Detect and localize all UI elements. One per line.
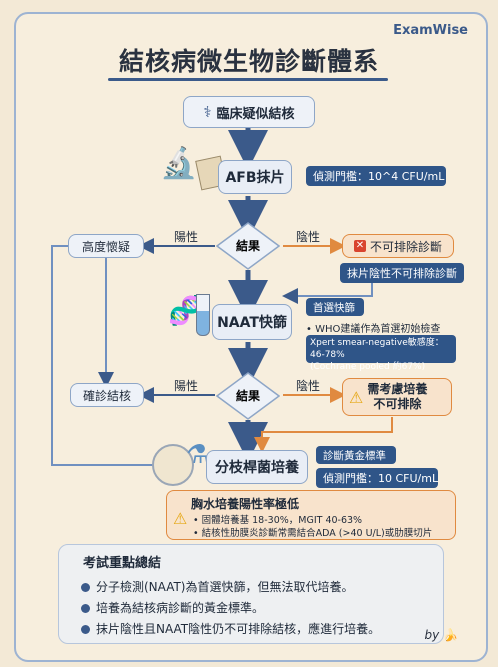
node-afb-smear-label: AFB抹片: [225, 170, 285, 186]
need-culture-line-1: 需考慮培養: [367, 382, 428, 396]
arrow-loop-to-culture: [51, 245, 190, 473]
need-culture-line-2: 不可排除: [373, 397, 422, 411]
summary-item: 培養為結核病診斷的黃金標準。: [81, 598, 380, 619]
edge-positive-1: 陽性: [174, 230, 199, 244]
cross-icon: ✕: [353, 240, 366, 252]
smear-negative-label: 抹片陰性不可排除診斷: [340, 263, 464, 283]
test-tube-icon: [196, 294, 210, 336]
bullet-icon: [81, 625, 90, 634]
summary-item-text: 抹片陰性且NAAT陰性仍不可排除結核，應進行培養。: [96, 622, 381, 636]
node-clinical-suspicion: ⚕ 臨床疑似結核: [183, 96, 315, 128]
bullet-icon: [81, 604, 90, 613]
node-cannot-exclude: ✕ 不可排除診斷: [342, 234, 454, 258]
flask-icon: ⚗: [186, 440, 210, 470]
microscope-icon: 🔬: [160, 146, 198, 181]
node-clinical-suspicion-label: 臨床疑似結核: [216, 106, 295, 122]
afb-threshold-label: 偵測門檻：10^4 CFU/mL: [306, 166, 446, 186]
node-need-culture: ⚠ 需考慮培養 不可排除: [342, 378, 452, 416]
node-naat: NAAT快篩: [212, 304, 292, 340]
summary-list: 分子檢測(NAAT)為首選快篩，但無法取代培養。 培養為結核病診斷的黃金標準。 …: [81, 577, 380, 640]
culture-threshold-label: 偵測門檻：10 CFU/mL: [316, 468, 438, 488]
node-culture-label: 分枝桿菌培養: [215, 460, 299, 476]
xpert-line-2: (Cochrane pooled 約67%): [310, 362, 426, 372]
banana-icon: 🍌: [443, 628, 458, 642]
author-signature: by 🍌: [425, 628, 459, 642]
summary-item-text: 分子檢測(NAAT)為首選快篩，但無法取代培養。: [96, 580, 354, 594]
node-high-suspicion-label: 高度懷疑: [81, 239, 130, 254]
node-confirmed-tb-label: 確診結核: [82, 388, 131, 403]
summary-title: 考試重點總結: [83, 556, 162, 571]
pleural-line-2: • 結核性肋膜炎診斷常需結合ADA (>40 U/L)或肋膜切片: [193, 528, 433, 539]
node-naat-label: NAAT快篩: [217, 315, 287, 331]
petri-dish-icon: [152, 444, 194, 486]
warning-icon: ⚠: [173, 509, 188, 528]
node-afb-smear: AFB抹片: [218, 160, 292, 194]
first-choice-label: 首選快篩: [306, 298, 364, 316]
who-note: • WHO建議作為首選初始檢查: [306, 324, 441, 335]
node-confirmed-tb: 確診結核: [70, 383, 144, 407]
arrow-needculture-culture: [254, 417, 393, 453]
title-underline: [108, 78, 388, 81]
warning-icon: ⚠: [349, 387, 364, 407]
decision-diamond-shape-2: [215, 372, 281, 420]
by-text: by: [424, 628, 440, 642]
pleural-title: 胸水培養陽性率極低: [191, 497, 300, 511]
xpert-sensitivity-box: Xpert smear-negative敏感度：46-78% (Cochrane…: [306, 335, 456, 372]
decision-result-1: 結果: [215, 222, 281, 270]
stethoscope-icon: ⚕: [203, 103, 212, 121]
node-culture: 分枝桿菌培養: [206, 450, 308, 484]
decision-result-2: 結果: [215, 372, 281, 420]
node-high-suspicion: 高度懷疑: [68, 234, 144, 258]
arrow-smear-to-naat: [282, 283, 373, 304]
pleural-culture-box: 胸水培養陽性率極低 ⚠ • 固體培養基 18-30%，MGIT 40-63% •…: [166, 490, 456, 540]
summary-item: 抹片陰性且NAAT陰性仍不可排除結核，應進行培養。: [81, 619, 380, 640]
summary-item: 分子檢測(NAAT)為首選快篩，但無法取代培養。: [81, 577, 380, 598]
brand-logo: ExamWise: [393, 23, 468, 38]
node-need-culture-text: 需考慮培養 不可排除: [367, 382, 427, 412]
edge-negative-1: 陰性: [296, 230, 321, 244]
decision-result-1-label: 結果: [235, 239, 260, 253]
edge-negative-2: 陰性: [296, 379, 321, 393]
node-cannot-exclude-label: 不可排除診斷: [369, 239, 442, 254]
bullet-icon: [81, 583, 90, 592]
edge-positive-2: 陽性: [174, 379, 199, 393]
decision-result-2-label: 結果: [235, 389, 260, 403]
pleural-line-1: • 固體培養基 18-30%，MGIT 40-63%: [193, 515, 363, 526]
decision-diamond-shape: [215, 222, 281, 270]
gold-standard-label: 診斷黃金標準: [316, 446, 396, 464]
summary-item-text: 培養為結核病診斷的黃金標準。: [96, 601, 265, 615]
xpert-line-1: Xpert smear-negative敏感度：46-78%: [310, 338, 444, 360]
exam-summary-box: 考試重點總結 分子檢測(NAAT)為首選快篩，但無法取代培養。 培養為結核病診斷…: [58, 544, 444, 644]
page-title: 結核病微生物診斷體系: [118, 47, 379, 76]
